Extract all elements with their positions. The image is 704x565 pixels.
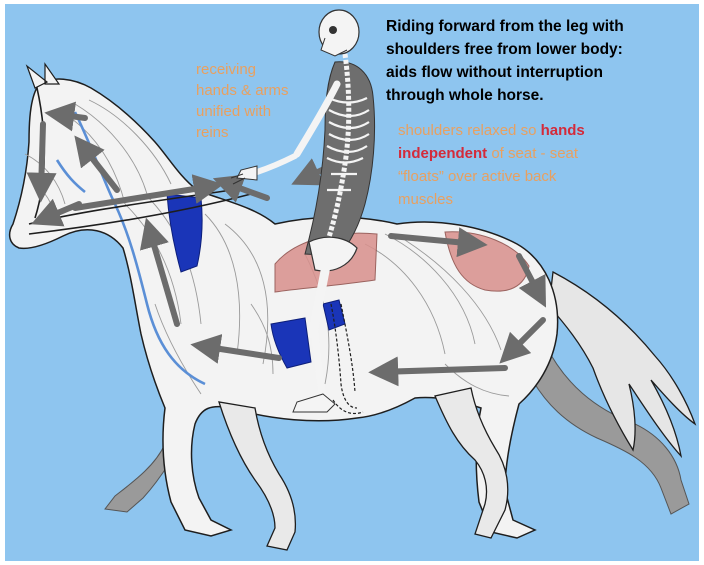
arrow-head-down xyxy=(41,124,43,192)
arrow-poll xyxy=(55,114,85,118)
rider-eye-socket xyxy=(329,26,337,34)
arrow-belly-forward xyxy=(379,368,505,372)
horse-rider-diagram: Riding forward from the leg with shoulde… xyxy=(5,4,699,561)
